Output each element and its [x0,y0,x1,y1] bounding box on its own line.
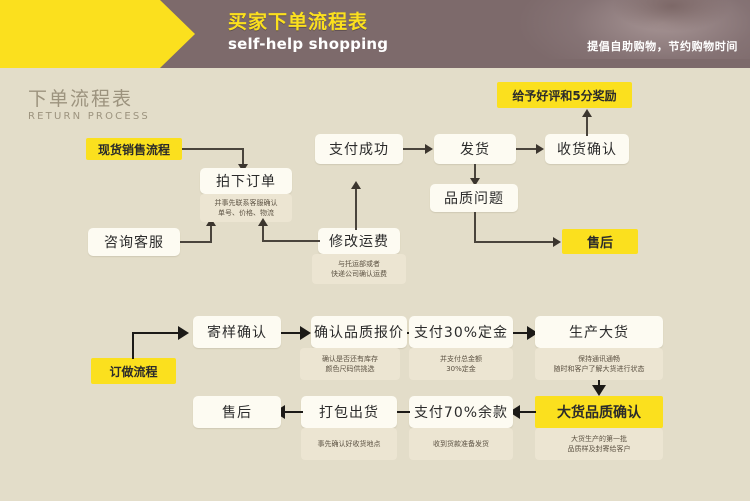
section-title-cn: 下单流程表 [28,88,134,110]
node-pack-and-ship[interactable]: 打包出货 [301,396,397,428]
node-quality-issue[interactable]: 品质问题 [430,184,518,212]
node-quality-quote[interactable]: 确认品质报价 [311,316,407,348]
connector-quality-to-after-h [474,241,555,243]
node-balance-payment-subtext: 收到货款准备发货 [409,428,513,460]
connector-freight-left-h [262,240,320,242]
connector-start-to-order-v [242,148,244,167]
connector-pay-to-ship [403,148,427,150]
header-tagline: 提倡自助购物，节约购物时间 [587,40,738,53]
arrow-bulk-quality-to-balance [509,405,520,419]
header-title-cn: 买家下单流程表 [228,11,369,33]
connector-production-to-bulk-quality [598,380,600,388]
node-place-order-subtext: 并事先联系客服确认 单号、价格、物流 [200,194,292,222]
connector-consult-h [180,241,212,243]
connector-ship-to-receive [516,148,538,150]
node-bulk-production-subtext: 保持通讯通畅 随时和客户了解大货进行状态 [535,348,663,380]
page-header: 买家下单流程表 self-help shopping 提倡自助购物，节约购物时间 [0,0,750,68]
header-title-group: 买家下单流程表 self-help shopping [228,10,388,54]
node-deposit-payment-subtext: 并支付总金额 30%定金 [409,348,513,380]
connector-custom-start-h [132,332,180,334]
connector-sample-to-quote [281,332,302,334]
arrow-pay-to-ship [425,144,433,154]
header-title-en: self-help shopping [228,35,389,53]
node-consult-service[interactable]: 咨询客服 [88,228,180,256]
node-sample-confirm[interactable]: 寄样确认 [193,316,281,348]
connector-pack-to-after-sales [283,411,303,413]
node-receive-confirm[interactable]: 收货确认 [545,134,629,164]
node-modify-freight[interactable]: 修改运费 [318,228,400,254]
node-balance-payment[interactable]: 支付70%余款 [409,396,513,428]
connector-freight-to-pay-v [355,188,357,230]
arrow-freight-to-pay [351,181,361,189]
node-reward-good-review[interactable]: 给予好评和5分奖励 [497,82,632,108]
section-title-en: RETURN PROCESS [28,111,150,122]
header-yellow-arrow-shape [0,0,195,68]
connector-freight-left-v [262,225,264,242]
connector-balance-to-pack [390,411,410,413]
section-title-block: 下单流程表 RETURN PROCESS [28,88,150,124]
arrow-ship-to-receive [536,144,544,154]
arrow-sample-to-quote [300,326,311,340]
node-modify-freight-subtext: 与托运部或者 快递公司确认运费 [312,254,406,284]
node-after-sales-bottom[interactable]: 售后 [193,396,281,428]
node-after-sales-top[interactable]: 售后 [562,229,638,254]
bottom-flow-start-label[interactable]: 订做流程 [91,358,176,384]
arrow-receive-to-reward [582,109,592,117]
node-place-order[interactable]: 拍下订单 [200,168,292,194]
connector-receive-to-reward [586,116,588,136]
node-bulk-production[interactable]: 生产大货 [535,316,663,348]
connector-start-to-order-h [182,148,244,150]
arrow-production-to-bulk-quality [592,385,606,396]
arrow-custom-start-to-sample [178,326,189,340]
node-deposit-payment[interactable]: 支付30%定金 [409,316,513,348]
node-bulk-quality-confirm[interactable]: 大货品质确认 [535,396,663,428]
arrow-quality-to-after [553,237,561,247]
arrow-ship-to-quality [470,178,480,186]
arrow-deposit-to-production [527,326,538,340]
node-bulk-quality-confirm-subtext: 大货生产的第一批 品质样及封寄给客户 [535,428,663,460]
connector-custom-start-v [132,333,134,359]
connector-deposit-to-production [513,332,530,334]
node-pack-and-ship-subtext: 事先确认好收货地点 [301,428,397,460]
header-glow-decoration-secondary [612,0,732,32]
arrow-consult-to-order [206,218,216,226]
node-payment-success[interactable]: 支付成功 [315,134,403,164]
connector-consult-v [210,225,212,243]
arrow-freight-to-order [258,218,268,226]
connector-quality-to-after-v [474,212,476,243]
connector-bulk-quality-to-balance [519,411,536,413]
node-quality-quote-subtext: 确认是否还有库存 颜色尺码供挑选 [300,348,400,380]
node-ship-goods[interactable]: 发货 [434,134,516,164]
connector-ship-to-quality-v [474,164,476,180]
top-flow-start-label[interactable]: 现货销售流程 [86,138,182,160]
